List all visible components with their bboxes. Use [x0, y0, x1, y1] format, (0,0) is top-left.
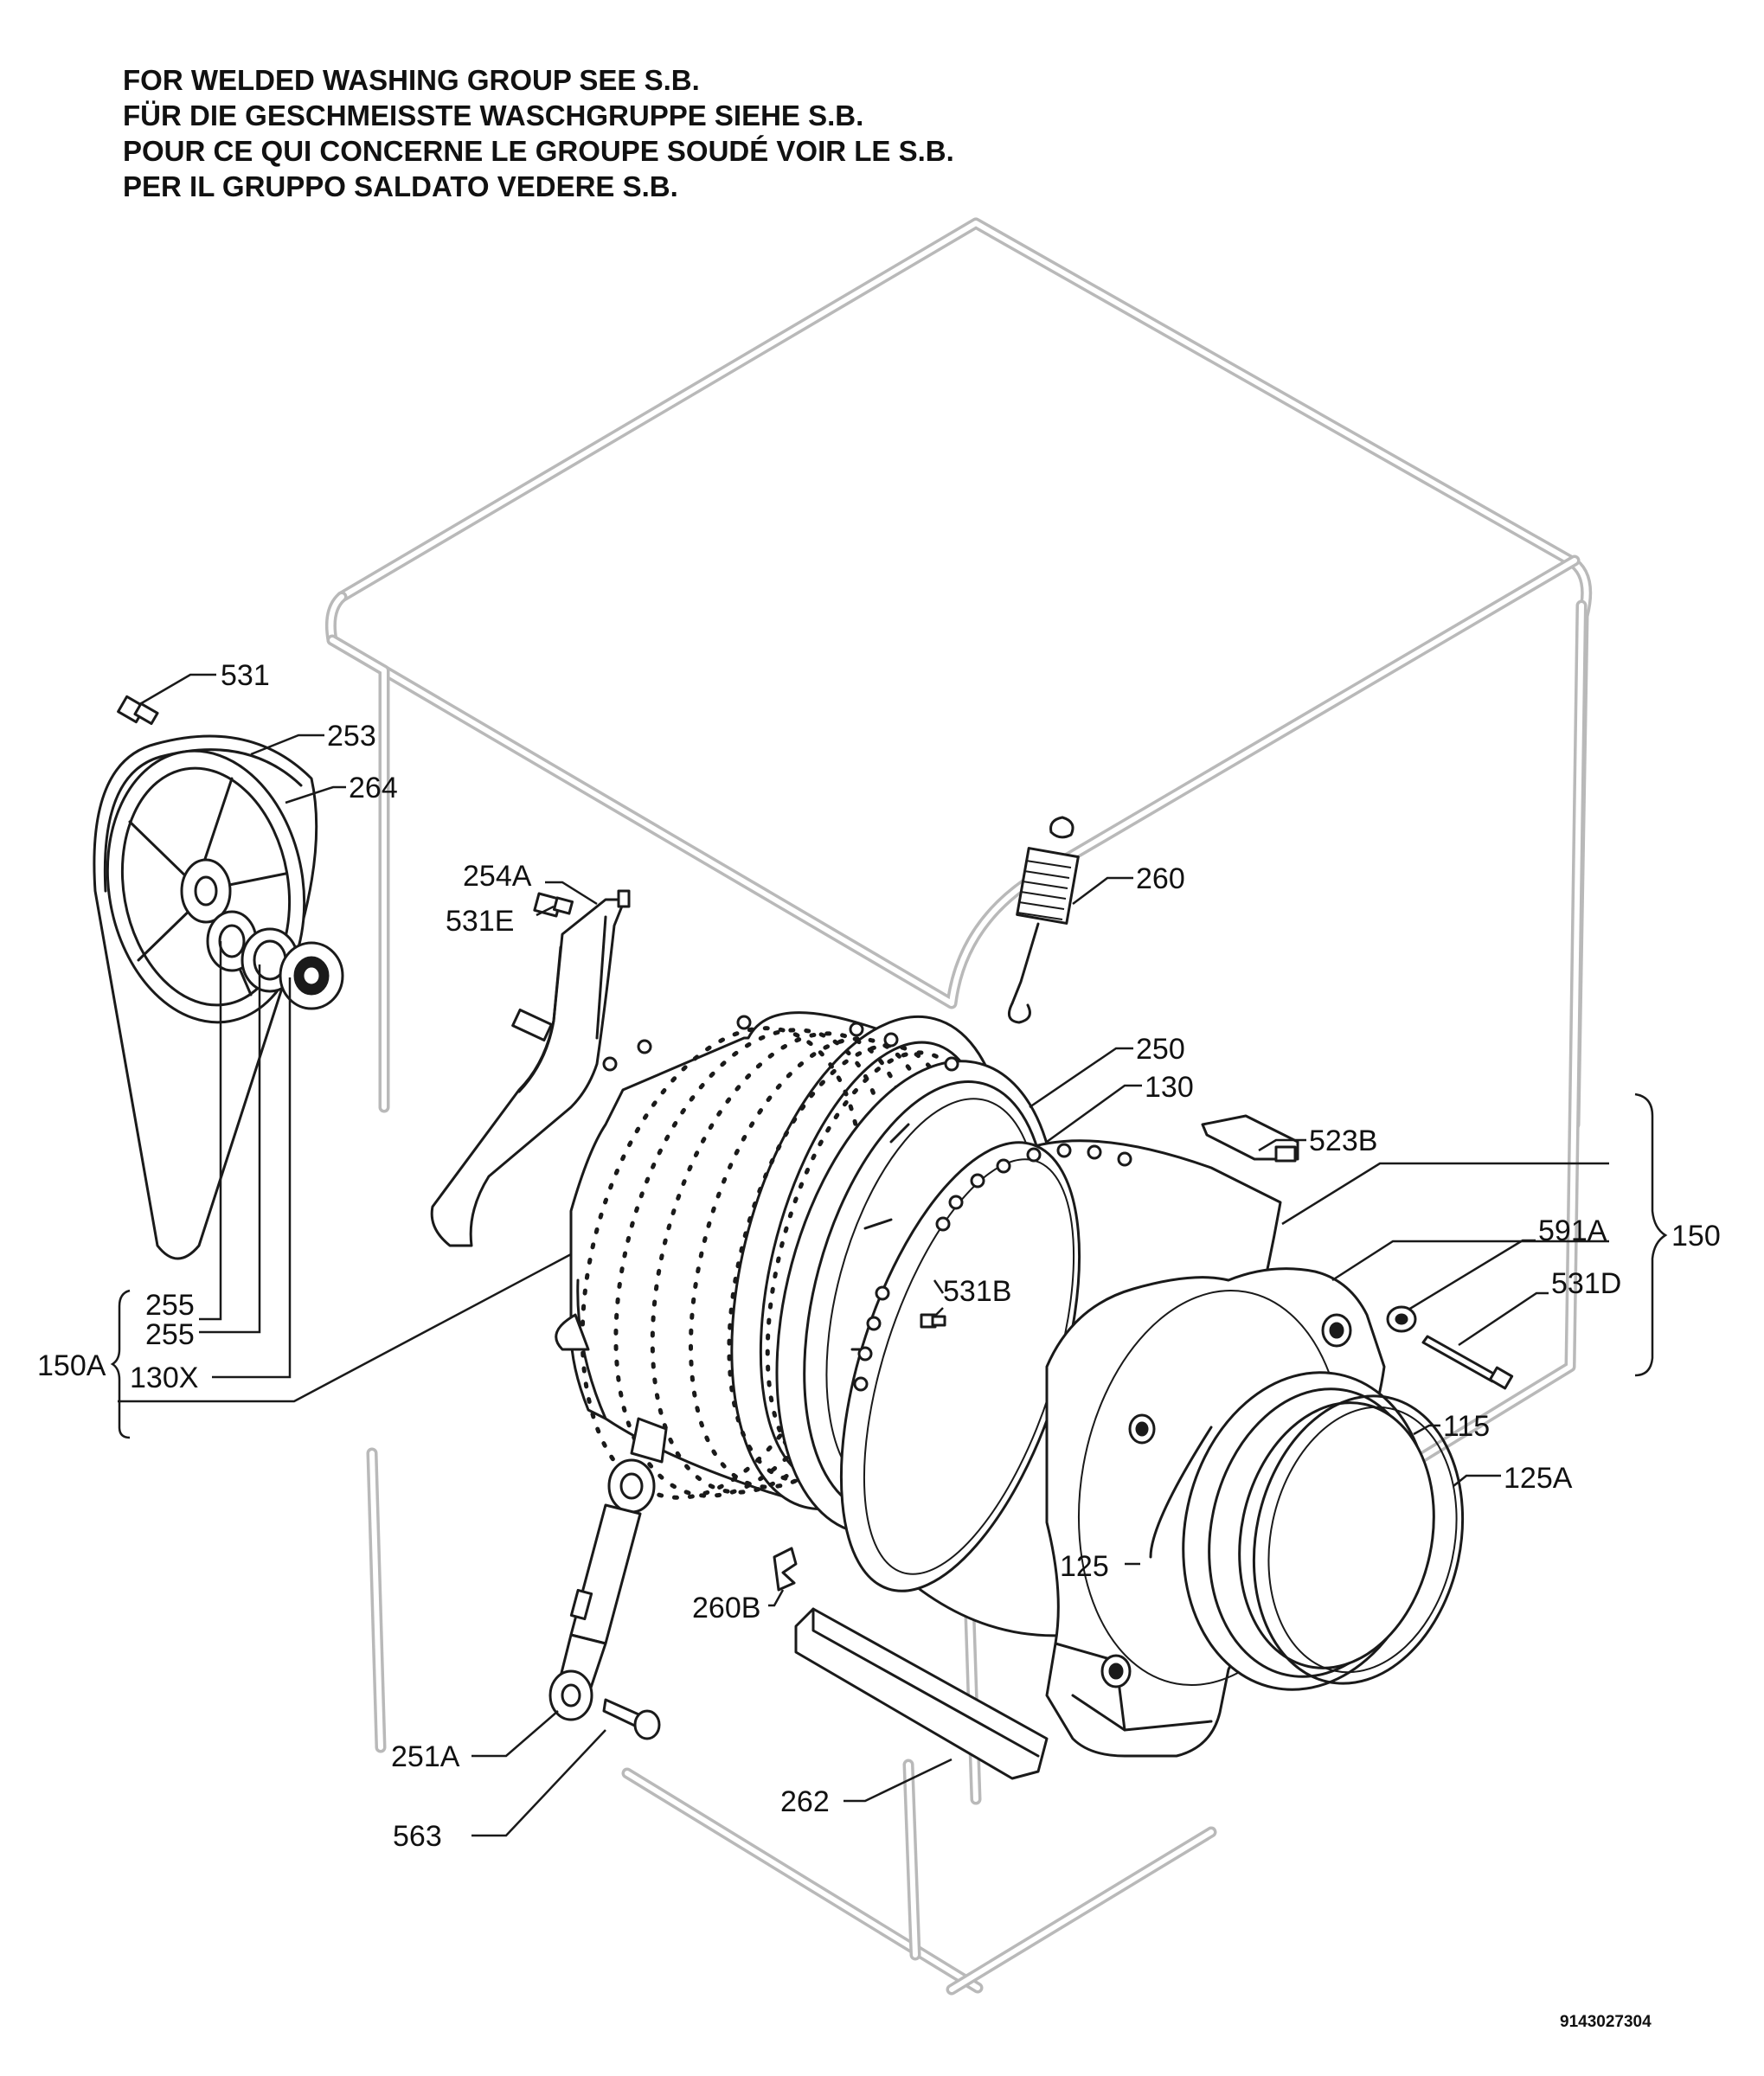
header-note: FOR WELDED WASHING GROUP SEE S.B. FÜR DI…	[123, 62, 954, 204]
washer-591a	[1386, 1305, 1417, 1333]
label-262: 262	[780, 1785, 830, 1818]
clamp-125a	[1252, 1394, 1465, 1685]
door-seal-115	[1182, 1371, 1435, 1691]
label-255-a: 255	[145, 1289, 195, 1322]
clamp-125	[1149, 1426, 1213, 1559]
label-255-b: 255	[145, 1318, 195, 1351]
label-531: 531	[221, 659, 270, 692]
label-150a: 150A	[37, 1349, 106, 1382]
screw-531b	[920, 1313, 946, 1329]
pin-563	[602, 1698, 661, 1740]
label-264: 264	[349, 772, 398, 804]
label-523b: 523B	[1309, 1124, 1377, 1157]
part-labels: 531 253 264 254A 531E 260 250 130 523B 1…	[37, 659, 1721, 2031]
pulley-belt-assembly	[93, 734, 344, 1260]
clip-260b	[773, 1547, 798, 1592]
label-260: 260	[1136, 862, 1185, 895]
label-150: 150	[1671, 1220, 1721, 1253]
label-130: 130	[1145, 1071, 1194, 1104]
label-251a: 251A	[391, 1740, 460, 1773]
spring-260	[1007, 816, 1080, 1024]
label-250: 250	[1136, 1033, 1185, 1066]
label-563: 563	[393, 1820, 442, 1853]
label-253: 253	[327, 720, 376, 753]
bolt-531d	[1421, 1335, 1514, 1390]
label-591a: 591A	[1538, 1214, 1607, 1247]
label-531d: 531D	[1551, 1267, 1621, 1300]
label-115: 115	[1443, 1410, 1490, 1443]
header-line-en: FOR WELDED WASHING GROUP SEE S.B.	[123, 64, 700, 96]
rail-262	[794, 1607, 1049, 1780]
header-line-it: PER IL GRUPPO SALDATO VEDERE S.B.	[123, 170, 678, 202]
label-254a: 254A	[463, 860, 532, 893]
cabinet-outline	[324, 217, 1593, 1996]
leader-lines	[110, 673, 1668, 1837]
bracket-254a	[430, 889, 631, 1247]
part-523b	[1201, 1114, 1299, 1163]
screw-531e	[533, 892, 574, 918]
label-125: 125	[1060, 1550, 1109, 1583]
label-531b: 531B	[943, 1275, 1011, 1308]
drawing-code: 9143027304	[1560, 2013, 1652, 2031]
label-260b: 260B	[692, 1592, 760, 1624]
label-531e: 531E	[446, 905, 514, 938]
label-125a: 125A	[1504, 1462, 1573, 1495]
header-line-fr: POUR CE QUI CONCERNE LE GROUPE SOUDÉ VOI…	[123, 135, 954, 167]
tub-bolts	[602, 1015, 1132, 1392]
damper-251a	[548, 1458, 656, 1721]
header-line-de: FÜR DIE GESCHMEISSTE WASCHGRUPPE SIEHE S…	[123, 99, 864, 131]
label-130x: 130X	[130, 1362, 198, 1394]
screw-531	[117, 695, 159, 726]
